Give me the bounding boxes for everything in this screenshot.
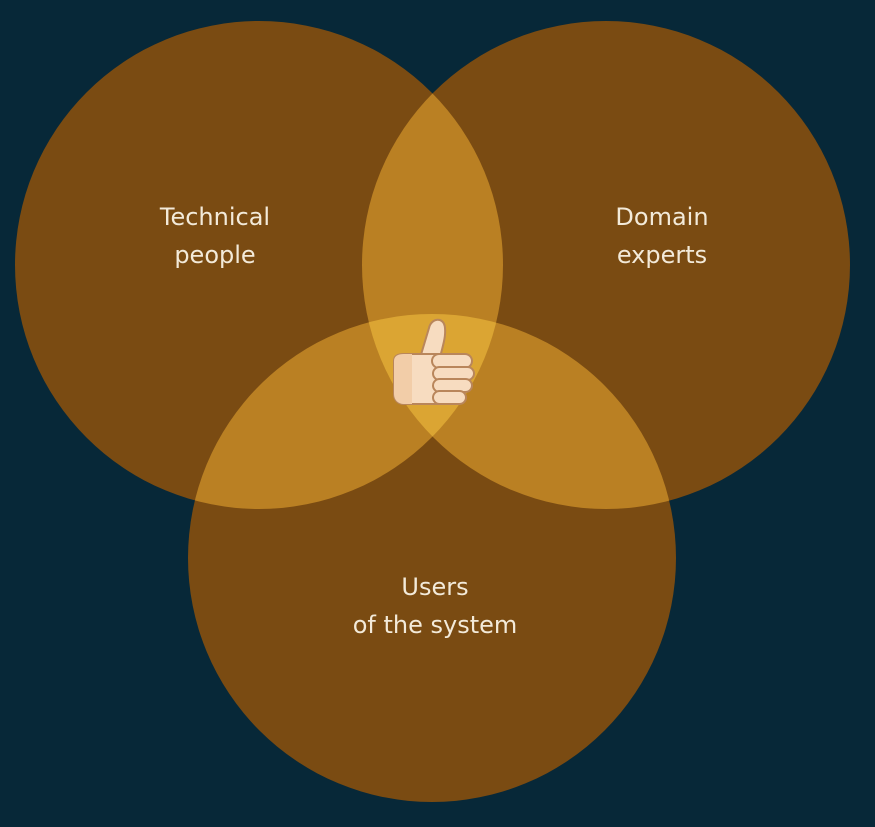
domain-experts-label: Domain experts xyxy=(592,198,732,274)
domain-experts-line2: experts xyxy=(616,241,708,269)
users-of-the-system-line1: Users xyxy=(401,573,469,601)
technical-people-label: Technical people xyxy=(145,198,285,274)
thumbs-up-icon xyxy=(393,318,475,405)
users-of-the-system-label: Users of the system xyxy=(330,568,540,644)
circle-users-of-the-system xyxy=(188,314,676,802)
technical-people-line1: Technical xyxy=(159,203,271,231)
domain-experts-line1: Domain xyxy=(615,203,709,231)
users-of-the-system-line2: of the system xyxy=(352,611,518,639)
technical-people-line2: people xyxy=(174,241,256,269)
